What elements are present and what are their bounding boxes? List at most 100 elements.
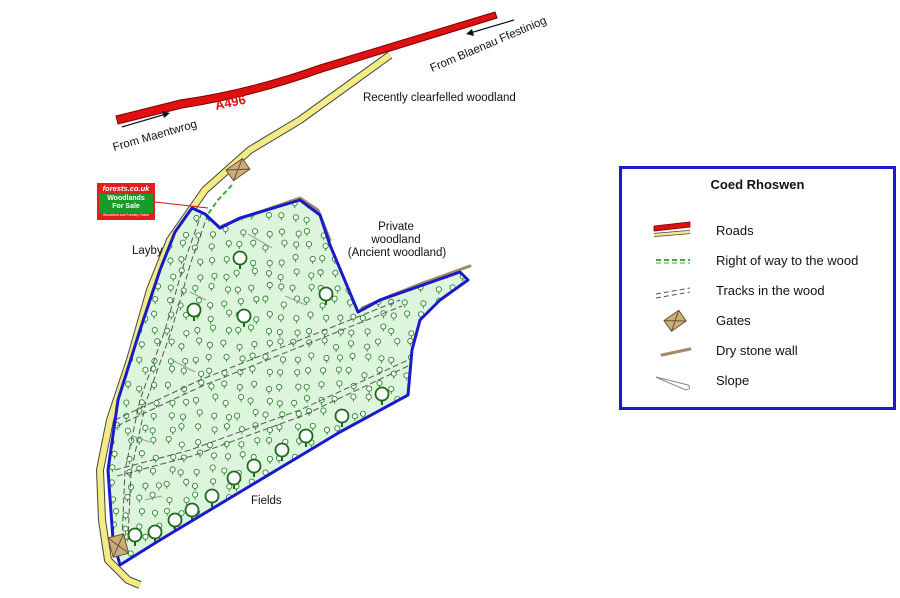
tree-icon — [460, 354, 467, 363]
tree-icon — [324, 467, 331, 476]
tree-icon — [317, 269, 324, 278]
tree-icon — [379, 423, 386, 432]
tree-icon — [237, 520, 244, 529]
tree-icon — [443, 200, 450, 207]
tree-icon — [209, 257, 216, 266]
tree-icon — [449, 188, 454, 196]
tree-icon — [210, 452, 217, 461]
tree-icon — [421, 534, 428, 543]
sign-panel: Woodlands For Sale — [99, 194, 153, 213]
tree-icon — [445, 494, 453, 503]
tree-icon — [309, 255, 316, 264]
tree-icon — [360, 435, 367, 444]
tree-icon — [208, 243, 215, 252]
tree-icon — [167, 551, 174, 560]
tree-icon — [322, 449, 329, 458]
tree-icon — [374, 338, 382, 347]
tree-icon — [251, 341, 258, 350]
tree-icon — [266, 368, 273, 377]
tree-icon — [420, 554, 427, 563]
tree-icon — [169, 399, 176, 408]
tree-icon — [276, 328, 283, 338]
tree-icon — [221, 547, 228, 556]
tree-icon — [275, 479, 282, 488]
tree-icon — [198, 370, 205, 379]
tree-icon — [420, 300, 427, 309]
tree-icon — [376, 186, 381, 194]
tree-icon — [319, 302, 326, 311]
tree-icon — [444, 524, 451, 533]
tree-icon — [462, 202, 468, 211]
tree-icon — [464, 397, 468, 406]
tree-icon — [449, 554, 456, 563]
tree-icon — [347, 260, 354, 269]
tree-icon — [359, 314, 366, 324]
tree-icon — [402, 268, 409, 277]
tree-icon — [250, 567, 255, 575]
tree-icon — [321, 519, 328, 528]
tree-icon — [433, 421, 440, 430]
tree-icon — [238, 441, 245, 450]
tree-icon — [282, 509, 289, 519]
tree-icon — [319, 255, 326, 264]
tree-icon — [445, 240, 452, 249]
tree-icon — [418, 372, 425, 381]
tree-icon — [350, 186, 355, 194]
tree-icon — [293, 241, 300, 250]
tree-icon — [113, 356, 120, 365]
tree-icon — [460, 533, 467, 542]
tree-icon — [361, 467, 368, 476]
tree-icon — [149, 491, 156, 500]
tree-icon — [223, 567, 228, 575]
tree-icon — [361, 372, 368, 381]
tree-icon — [250, 239, 257, 248]
tree-icon — [432, 214, 439, 223]
tree-icon — [362, 286, 369, 295]
tree-icon — [180, 534, 187, 543]
tree-icon — [307, 311, 314, 320]
tree-icon — [388, 356, 395, 365]
tree-icon — [350, 226, 357, 235]
tree-icon — [168, 365, 176, 374]
tree-icon — [235, 326, 242, 335]
tree-icon — [323, 314, 330, 323]
tree-icon — [205, 353, 212, 362]
tree-icon — [210, 552, 217, 561]
tree-icon — [360, 450, 367, 460]
tree-icon — [125, 381, 132, 390]
tree-icon — [335, 186, 340, 194]
tree-icon — [209, 464, 216, 473]
tree-icon — [281, 239, 288, 248]
tree-icon — [221, 380, 228, 389]
tree-icon — [136, 298, 143, 307]
tree-icon — [166, 189, 171, 197]
slope-markers — [131, 233, 307, 501]
tree-icon — [308, 272, 315, 281]
tree-icon — [155, 228, 162, 237]
sign-line-2: For Sale — [112, 203, 140, 210]
tree-icon — [447, 258, 454, 267]
tree-icon — [124, 427, 131, 436]
tree-icon — [462, 435, 468, 444]
tree-icon — [432, 381, 439, 390]
legend-label: Slope — [716, 373, 750, 388]
tree-icon — [262, 411, 269, 420]
tree-icon — [460, 254, 467, 263]
tree-icon — [305, 241, 312, 250]
large-tree-icon — [226, 470, 242, 489]
tree-icon — [366, 385, 373, 394]
slope-icon — [655, 376, 691, 391]
tree-icon — [276, 424, 283, 433]
sign-logo: forests.co.uk — [102, 184, 150, 193]
tree-icon — [333, 217, 340, 227]
tree-icon — [183, 478, 190, 487]
tree-icon — [294, 329, 301, 338]
tree-icon — [394, 512, 401, 521]
tree-icon — [335, 506, 342, 515]
layby-label: Layby — [132, 245, 163, 257]
tree-icon — [289, 464, 296, 473]
tree-icon — [209, 511, 216, 520]
tree-icon — [419, 399, 426, 408]
tree-icon — [281, 564, 288, 565]
